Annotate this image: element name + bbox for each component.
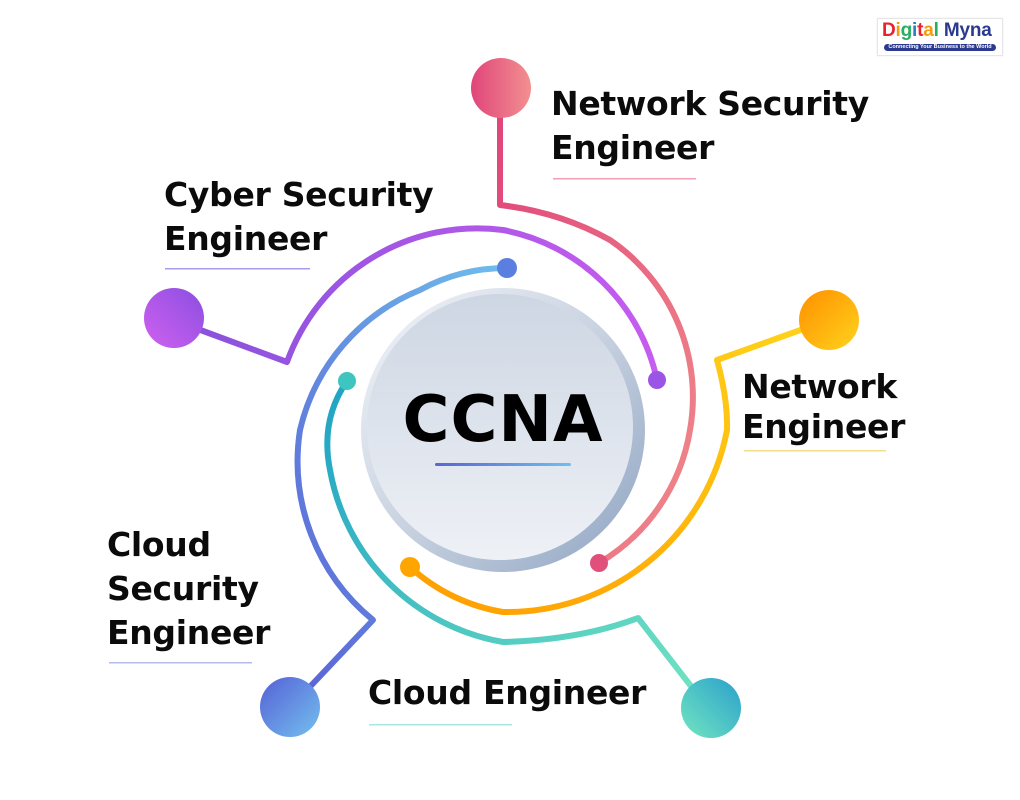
label-line: Engineer <box>107 613 271 652</box>
logo-tagline: Connecting Your Business to the World <box>884 44 996 51</box>
network-security-node-icon <box>471 58 531 118</box>
label-cloud-engineer: Cloud Engineer <box>368 671 646 715</box>
logo-letter: t <box>917 20 924 41</box>
ccna-title: CCNA <box>402 383 604 457</box>
logo-letter: i <box>895 20 901 41</box>
network-security-connector <box>497 107 696 566</box>
cloud-engineer-underline <box>369 724 512 726</box>
label-line: Cloud Engineer <box>368 673 647 712</box>
cyber-security-connector <box>192 225 660 383</box>
logo-letter: l <box>933 20 939 41</box>
logo-letter: n <box>969 20 982 41</box>
network-engineer-end-dot-icon <box>400 557 420 577</box>
cloud-security-connector <box>294 265 510 695</box>
logo-letter: a <box>981 20 992 41</box>
cyber-security-underline <box>165 268 310 270</box>
logo-letter: a <box>923 20 934 41</box>
logo-letter: D <box>882 20 896 41</box>
label-line: Cyber Security <box>164 175 434 214</box>
label-network-security-engineer: Network Security Engineer <box>551 82 869 170</box>
label-line: Engineer <box>164 219 328 258</box>
cloud-engineer-end-dot-icon <box>338 372 356 390</box>
logo-title: Digital Myna <box>882 20 992 42</box>
label-line: Cloud <box>107 525 211 564</box>
cloud-engineer-connector <box>324 378 697 693</box>
cyber-security-end-dot-icon <box>648 371 666 389</box>
label-line: Network <box>742 367 898 406</box>
ccna-underline <box>435 463 571 466</box>
logo-letter: i <box>912 20 918 41</box>
network-security-underline <box>553 178 696 180</box>
cloud-security-node-icon <box>260 677 320 737</box>
cloud-engineer-node-icon <box>681 678 741 738</box>
label-cloud-security-engineer: Cloud Security Engineer <box>107 523 270 655</box>
logo-letter: g <box>900 20 913 41</box>
label-line: Engineer <box>551 128 715 167</box>
digital-myna-logo: Digital Myna Connecting Your Business to… <box>877 18 1003 56</box>
network-security-end-dot-icon <box>590 554 608 572</box>
ccna-center-circle <box>361 288 645 572</box>
label-line: Security <box>107 569 259 608</box>
logo-letter: y <box>959 20 970 41</box>
logo-letter: M <box>943 20 960 41</box>
label-cyber-security-engineer: Cyber Security Engineer <box>164 173 434 261</box>
label-line: Engineer <box>742 407 906 446</box>
cyber-security-node-icon <box>144 288 204 348</box>
label-line: Network Security <box>551 84 869 123</box>
label-network-engineer: Network Engineer <box>742 367 905 447</box>
network-engineer-connector <box>407 325 809 616</box>
cloud-security-end-dot-icon <box>497 258 517 278</box>
cloud-security-underline <box>109 662 252 664</box>
network-engineer-node-icon <box>799 290 859 350</box>
network-engineer-underline <box>744 450 886 452</box>
